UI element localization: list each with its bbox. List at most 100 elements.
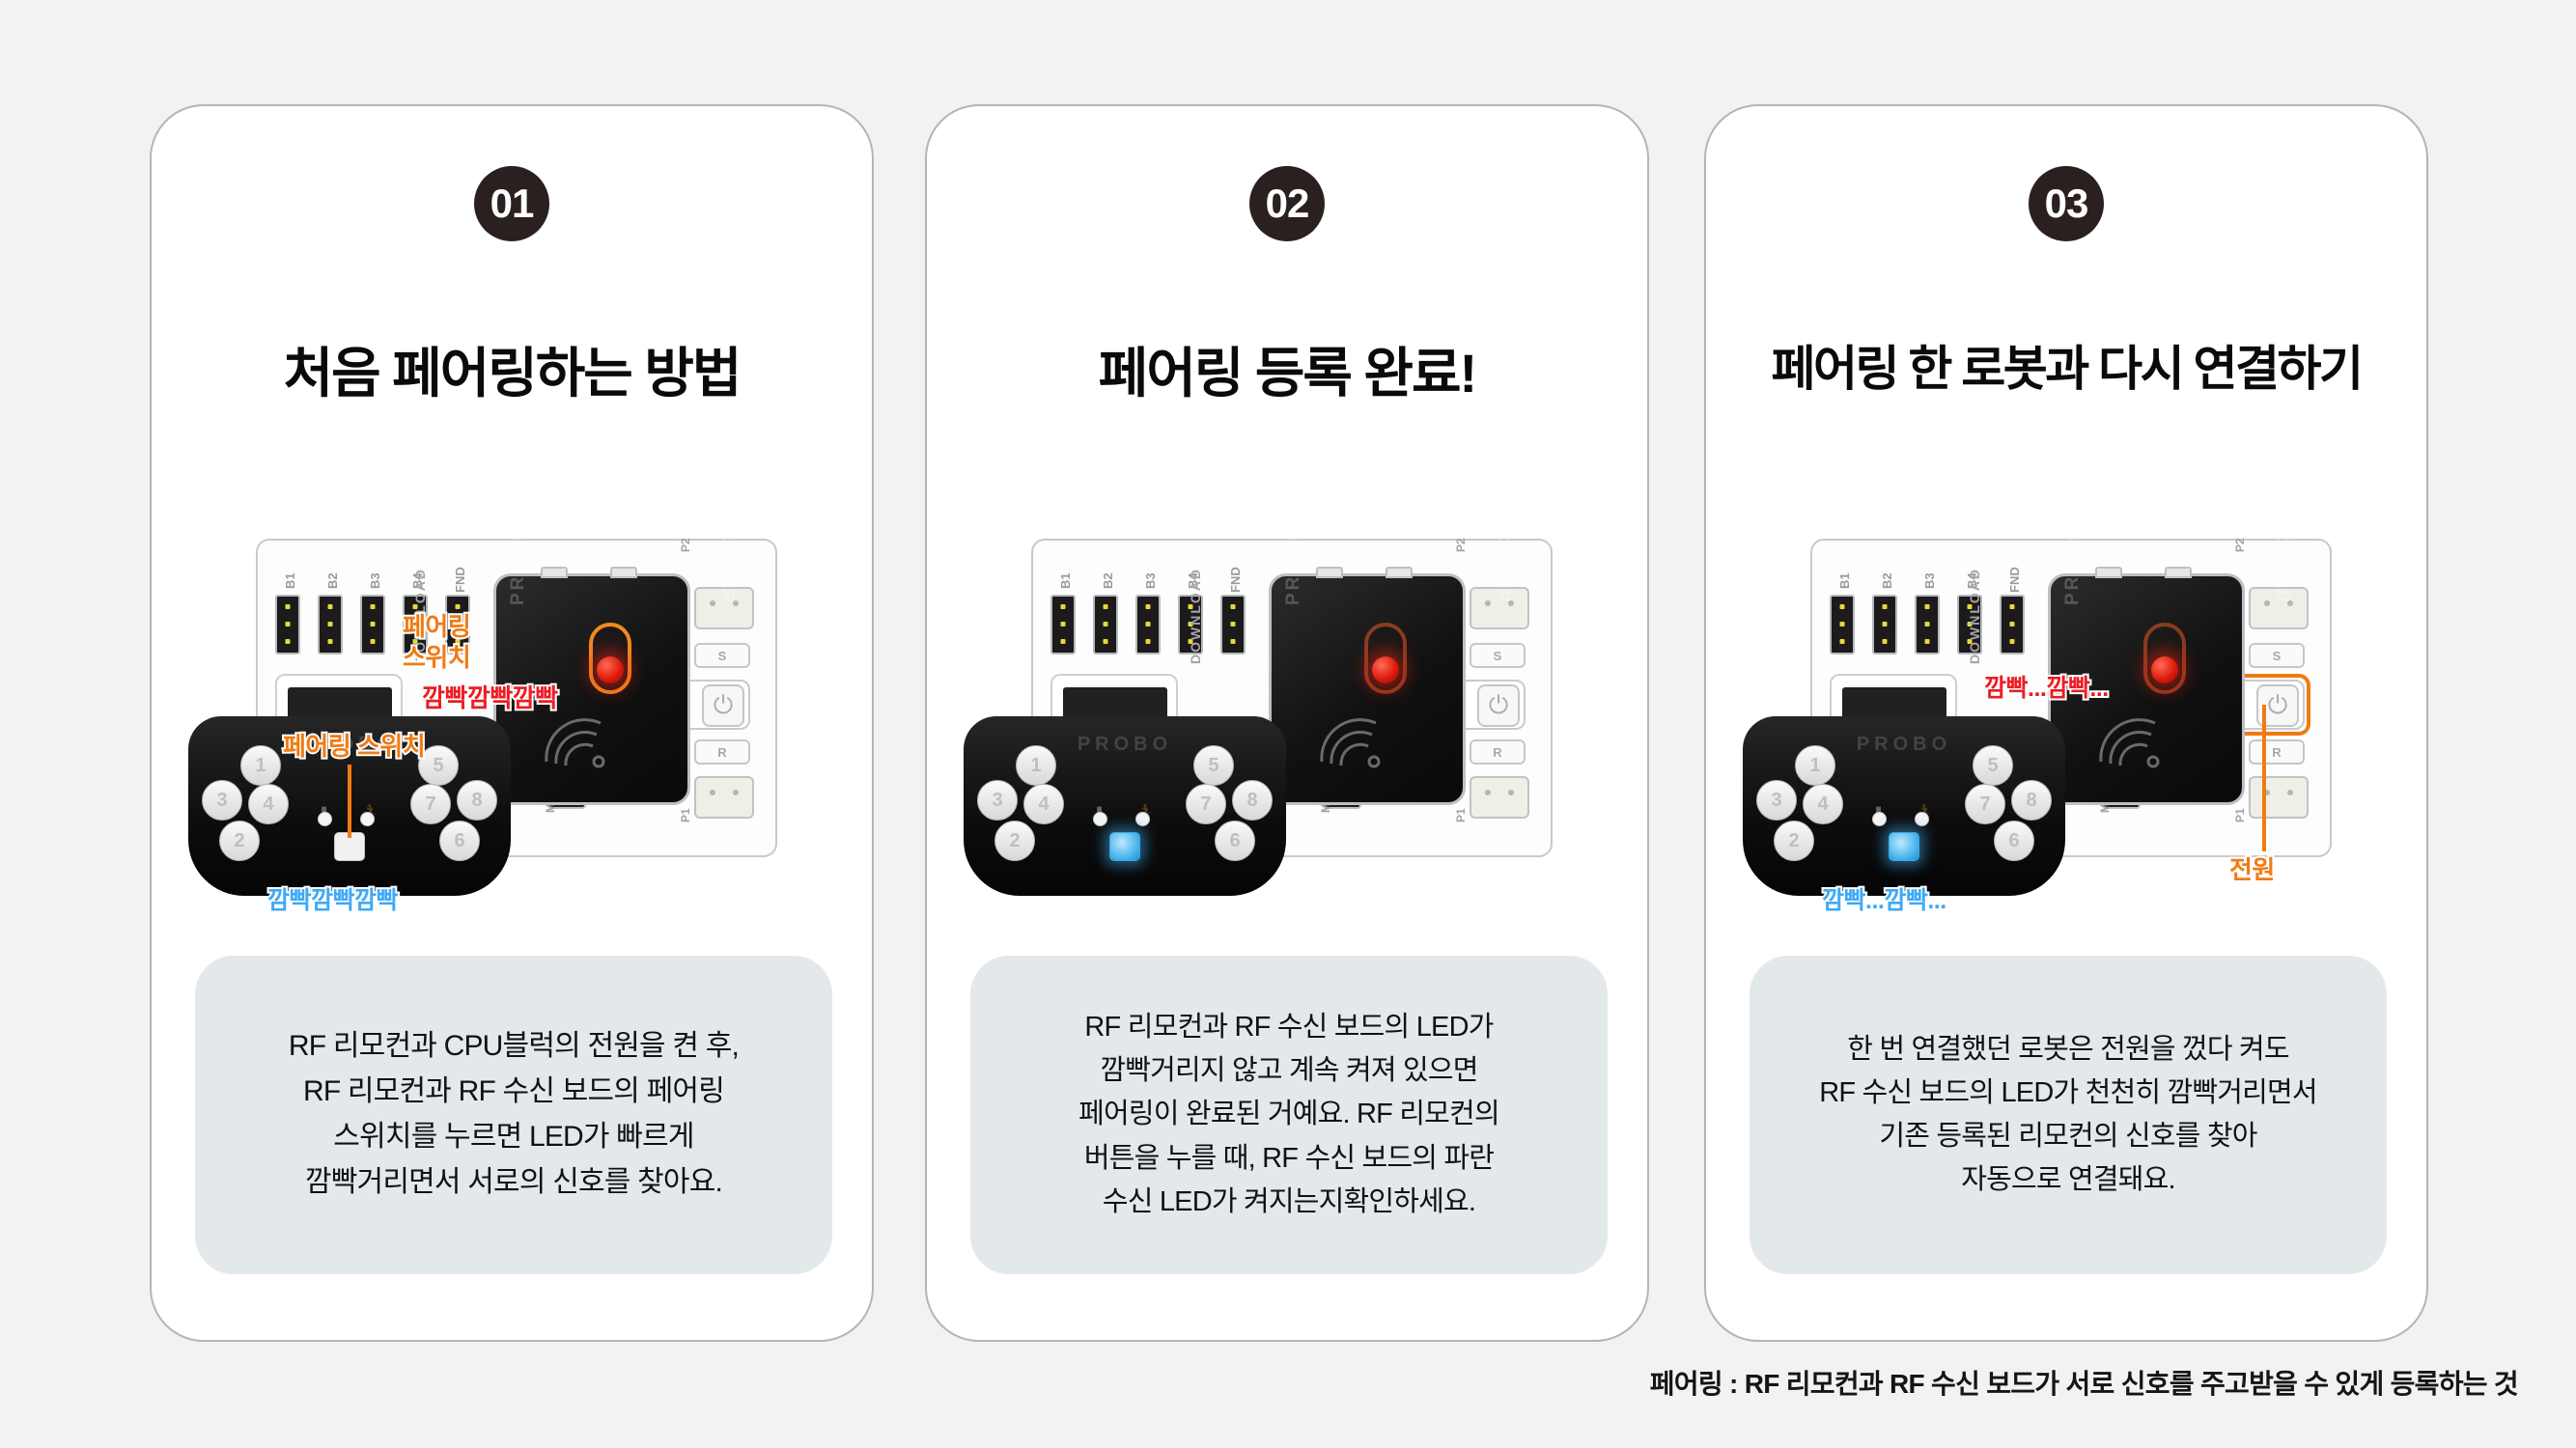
remote-button-2[interactable]: 2 [219, 821, 260, 861]
sensor-port-b1 [275, 595, 300, 654]
remote-button-5[interactable]: 5 [1973, 745, 2013, 786]
remote-button-1[interactable]: 1 [1795, 745, 1835, 786]
sensor-port-b3 [360, 595, 385, 654]
pin-label-p1: P1 [1454, 808, 1468, 822]
remote-status-led-right [1135, 812, 1150, 826]
wifi-icon [545, 718, 605, 768]
receiver-name: WIRELESS RECEIVER [719, 404, 738, 603]
remote-button-3[interactable]: 3 [977, 780, 1018, 821]
receiver-led [1372, 656, 1399, 683]
pin-label-p2: P2 [679, 538, 692, 552]
illustration-step-3: B1 B2 B3 B4 FND DOWNLOAD M4 M3 M2 M1 [1743, 404, 2395, 946]
port-label-b1: B1 [1837, 572, 1852, 589]
port-label-b1: B1 [1058, 572, 1073, 589]
remote-button-8[interactable]: 8 [457, 780, 497, 821]
remote-button-4[interactable]: 4 [1023, 784, 1064, 824]
switch-s: S [694, 643, 750, 668]
page-title: 페어링 등록 완료! [1098, 343, 1477, 404]
receiver-tab-right [1386, 567, 1413, 578]
sensor-port-b3 [1915, 595, 1940, 654]
power-connector-dc2 [1470, 587, 1529, 629]
remote-button-3[interactable]: 3 [1756, 780, 1797, 821]
remote-button-4[interactable]: 4 [248, 784, 289, 824]
step-card-2: 02 페어링 등록 완료! B1 B2 B3 B4 FND DOWNLOAD M… [925, 104, 1649, 1342]
remote-status-led-left [1872, 812, 1887, 826]
callout-receiver-blink: 깜빡...깜빡... [1982, 673, 2111, 704]
pairing-switch-highlight[interactable] [589, 623, 631, 694]
receiver-tab-left [2095, 567, 2122, 578]
footer-note: 페어링 : RF 리모컨과 RF 수신 보드가 서로 신호를 주고받을 수 있게… [1649, 1369, 2519, 1399]
pairing-switch-highlight[interactable] [2143, 623, 2186, 694]
receiver-led [2151, 656, 2178, 683]
remote-pairing-switch[interactable] [1889, 832, 1919, 861]
remote-button-2[interactable]: 2 [994, 821, 1035, 861]
switch-r: R [1470, 739, 1526, 765]
remote-status-led-left [318, 812, 332, 826]
wifi-icon [1320, 718, 1381, 768]
remote-button-1[interactable]: 1 [1016, 745, 1056, 786]
remote-button-6[interactable]: 6 [1215, 821, 1255, 861]
power-connector-dc1 [2249, 776, 2309, 819]
port-label-b2: B2 [325, 572, 340, 589]
pin-label-p1: P1 [2233, 808, 2247, 822]
remote-button-6[interactable]: 6 [1994, 821, 2034, 861]
wireless-receiver: PROBO WIRELESS RECEIVER [493, 404, 738, 805]
remote-button-4[interactable]: 4 [1803, 784, 1843, 824]
power-connector-dc2 [2249, 587, 2309, 629]
sensor-port-fnd [2000, 595, 2025, 654]
switch-r: R [694, 739, 750, 765]
remote-brand: PROBO [301, 734, 398, 755]
remote-button-7[interactable]: 7 [1965, 784, 2005, 824]
receiver-led [597, 656, 624, 683]
step-description-box: 한 번 연결했던 로봇은 전원을 껐다 켜도 RF 수신 보드의 LED가 천천… [1750, 956, 2387, 1274]
leader-line-remote [348, 765, 351, 838]
remote-button-2[interactable]: 2 [1774, 821, 1814, 861]
callout-receiver-blink: 깜빡깜빡깜빡 [420, 682, 560, 714]
wifi-icon [2099, 718, 2160, 768]
switch-r: R [2249, 739, 2305, 765]
power-connector-dc1 [1470, 776, 1529, 819]
remote-brand: PROBO [1077, 734, 1173, 755]
power-connector-dc1 [694, 776, 754, 819]
remote-pairing-switch[interactable] [1109, 832, 1140, 861]
port-label-b3: B3 [1922, 572, 1937, 589]
step-badge: 01 [474, 166, 549, 241]
wireless-receiver: PROBO WIRELESS RECEIVER [1269, 404, 1513, 805]
callout-remote-blink: 깜빡깜빡깜빡 [266, 885, 401, 916]
remote-button-5[interactable]: 5 [1193, 745, 1234, 786]
battery-icon: ▮ [1096, 803, 1104, 818]
power-icon[interactable] [702, 684, 744, 727]
rf-remote: PROBO 1 3 4 2 5 7 8 6 ▮🏃 [964, 716, 1286, 896]
step-description-box: RF 리모컨과 RF 수신 보드의 LED가 깜빡거리지 않고 계속 켜져 있으… [970, 956, 1608, 1274]
rf-remote: PROBO 1 3 4 2 5 7 8 6 ▮🏃 [188, 716, 511, 896]
sensor-port-b1 [1050, 595, 1076, 654]
remote-button-7[interactable]: 7 [410, 784, 451, 824]
remote-status-led-right [1915, 812, 1929, 826]
illustration-step-1: B1 B2 B3 B4 FND DOWNLOAD M4 M3 [188, 404, 841, 946]
step-card-1: 01 처음 페어링하는 방법 B1 B2 B3 B4 FND DOWNLOAD [150, 104, 874, 1342]
sensor-port-fnd [1220, 595, 1246, 654]
pin-label-p1: P1 [679, 808, 692, 822]
sensor-port-b4 [403, 595, 428, 654]
remote-button-1[interactable]: 1 [240, 745, 281, 786]
port-label-b3: B3 [368, 572, 382, 589]
sensor-port-b2 [1872, 595, 1897, 654]
remote-button-7[interactable]: 7 [1186, 784, 1226, 824]
sensor-port-fnd [445, 595, 470, 654]
remote-button-8[interactable]: 8 [2011, 780, 2052, 821]
remote-button-3[interactable]: 3 [202, 780, 242, 821]
sensor-port-b4 [1957, 595, 1982, 654]
download-label: DOWNLOAD [1967, 568, 1982, 664]
pairing-switch-highlight[interactable] [1364, 623, 1407, 694]
power-icon[interactable] [1477, 684, 1520, 727]
remote-button-8[interactable]: 8 [1232, 780, 1273, 821]
page-title: 페어링 한 로봇과 다시 연결하기 [1771, 342, 2364, 396]
remote-status-led-right [360, 812, 375, 826]
remote-button-6[interactable]: 6 [439, 821, 480, 861]
callout-power-label: 전원 [2227, 853, 2277, 886]
sensor-port-b2 [1093, 595, 1118, 654]
rf-remote: PROBO 1 3 4 2 5 7 8 6 ▮🏃 [1743, 716, 2065, 896]
receiver-tab-left [1316, 567, 1343, 578]
illustration-step-2: B1 B2 B3 B4 FND DOWNLOAD M4 M3 M2 M1 [964, 404, 1616, 946]
